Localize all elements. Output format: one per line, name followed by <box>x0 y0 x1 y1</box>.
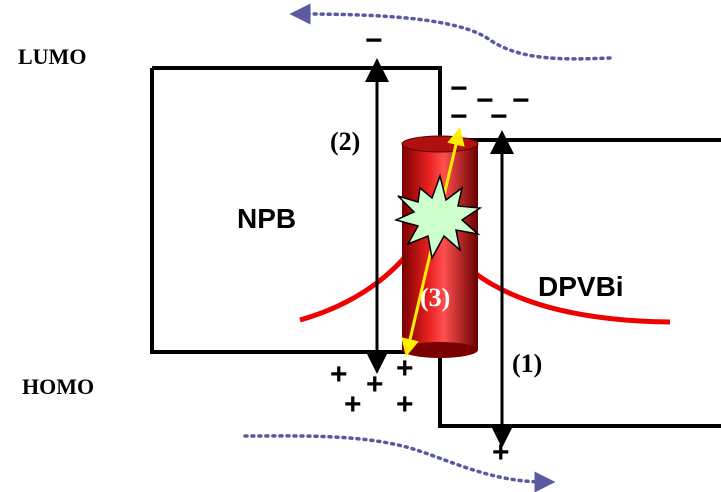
hole-charge: + <box>366 368 384 401</box>
lumo-label: LUMO <box>18 44 86 69</box>
hole-charge: + <box>344 388 362 421</box>
electron-charge: − <box>365 24 383 57</box>
hole-charge: + <box>492 436 510 469</box>
electron-flow-arrow <box>300 14 610 59</box>
hole-charge: + <box>396 352 414 385</box>
step-1-label: (1) <box>512 349 542 378</box>
hole-charge: + <box>330 358 348 391</box>
electron-charge: − <box>512 84 530 117</box>
electron-charge: − <box>450 100 468 133</box>
hole-charge: + <box>396 388 414 421</box>
dpvbi-label: DPVBi <box>538 271 624 302</box>
step-2-label: (2) <box>330 127 360 156</box>
npb-label: NPB <box>237 203 296 234</box>
homo-label: HOMO <box>22 374 94 399</box>
electron-charge: − <box>490 100 508 133</box>
step-3-label: (3) <box>420 283 450 312</box>
